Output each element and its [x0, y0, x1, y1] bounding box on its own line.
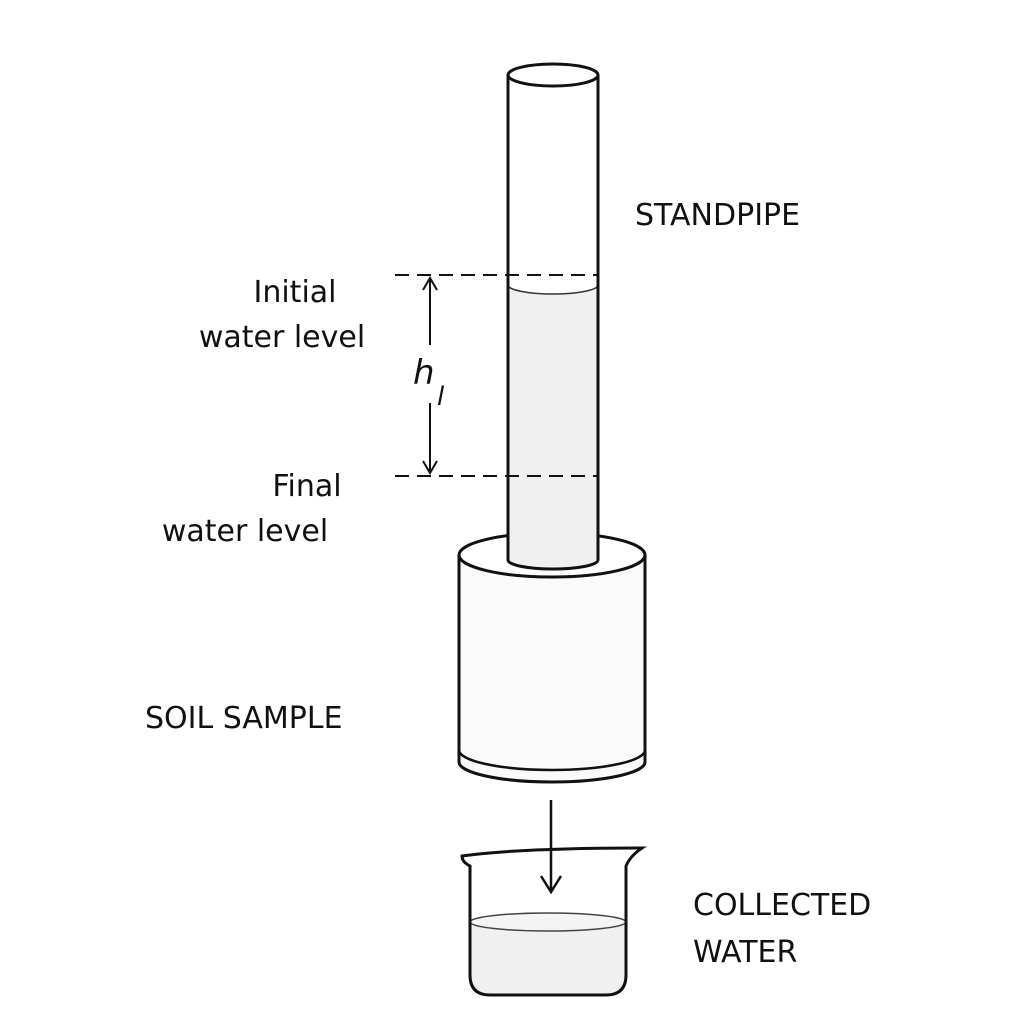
- standpipe-water: [508, 285, 598, 569]
- initial-level-label-line1: Initial: [253, 275, 336, 310]
- final-level-label-line2: water level: [162, 514, 328, 549]
- soil-sample-label: SOIL SAMPLE: [145, 701, 343, 736]
- head-subscript: l: [437, 382, 445, 412]
- collected-water-label-line1: COLLECTED: [693, 888, 871, 923]
- final-level-label-line1: Final: [272, 469, 341, 504]
- standpipe-tube: [506, 62, 600, 571]
- flow-arrow: [539, 800, 563, 895]
- beaker: [460, 846, 647, 997]
- standpipe-label: STANDPIPE: [635, 198, 800, 233]
- initial-level-label-line2: water level: [199, 320, 365, 355]
- collected-water-label-line2: WATER: [693, 935, 797, 970]
- head-dimension-arrow: [422, 276, 438, 475]
- head-symbol: h: [413, 353, 435, 393]
